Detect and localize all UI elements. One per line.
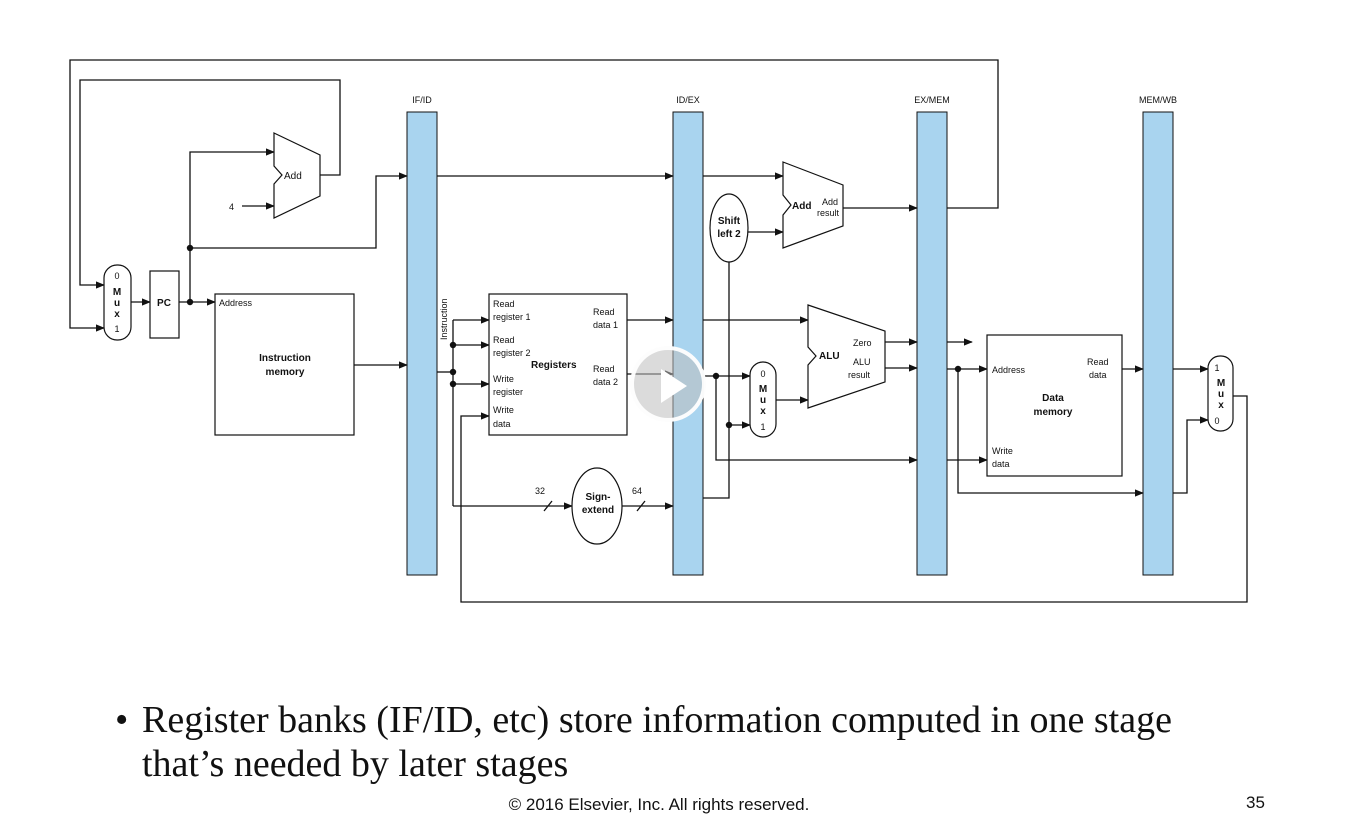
ex-mem-label: EX/MEM [914,95,950,105]
copyright-footer: © 2016 Elsevier, Inc. All rights reserve… [0,795,1348,815]
shift-left-2-unit [709,193,749,263]
bits-out-label: 64 [632,486,642,496]
read-data-1-label: Read [593,307,615,317]
read-data-2-label-2: data 2 [593,377,618,387]
play-icon [661,369,687,403]
svg-text:x: x [1218,400,1224,411]
pc-adder [273,132,321,219]
write-data-label: Write [493,405,514,415]
write-register-label-2: register [493,387,523,397]
registers-label: Registers [531,360,577,371]
data-memory-label-2: memory [1034,407,1073,418]
constant-four: 4 [229,202,234,212]
data-address-label: Address [992,365,1026,375]
svg-text:M: M [1217,378,1225,389]
svg-text:x: x [114,309,120,320]
sign-extend-label: Sign- [586,492,611,503]
data-memory [986,334,1123,477]
slide-number: 35 [1246,793,1265,812]
shift-left-2-label: Shift [718,216,741,227]
instruction-memory [214,293,355,436]
read-register-2-label-2: register 2 [493,348,531,358]
mem-wb-register [1142,111,1174,576]
video-play-button[interactable] [630,346,706,422]
branch-adder [782,161,844,249]
sign-extend-label-2: extend [582,505,614,516]
svg-text:1: 1 [1214,363,1219,373]
instruction-memory-label: Instruction [259,353,311,364]
bullet-body: Register banks (IF/ID, etc) store inform… [142,699,1172,785]
alu [807,304,886,409]
if-id-register [406,111,438,576]
write-register-label: Write [493,374,514,384]
alu-result-label-2: result [848,370,871,380]
pipeline-datapath-diagram: IF/ID ID/EX EX/MEM MEM/WB [69,59,1248,603]
address-label: Address [219,298,253,308]
svg-text:1: 1 [760,422,765,432]
mem-wb-label: MEM/WB [1139,95,1177,105]
id-ex-register [672,111,704,576]
svg-text:1: 1 [114,324,119,334]
bullet-marker: • [115,699,129,741]
svg-text:0: 0 [114,271,119,281]
writeback-mux: 1 M u x 0 [1207,355,1234,432]
data-memory-label: Data [1042,393,1064,404]
svg-text:u: u [760,395,766,406]
svg-text:x: x [760,406,766,417]
write-data-label-2: data [493,419,511,429]
alu-mux: 0 M u x 1 [749,361,777,438]
if-id-label: IF/ID [412,95,432,105]
svg-text:M: M [113,287,121,298]
pc-register [149,270,180,339]
svg-text:M: M [759,384,767,395]
alu-result-label: ALU [853,357,871,367]
svg-text:0: 0 [760,369,765,379]
add-result-label-2: result [817,208,840,218]
sign-extend-unit [571,467,623,545]
add-result-label: Add [822,197,838,207]
bullet-text: • Register banks (IF/ID, etc) store info… [115,698,1235,786]
shift-left-2-label-2: left 2 [717,229,741,240]
instruction-label: Instruction [439,298,449,340]
read-data-2-label: Read [593,364,615,374]
read-register-1-label: Read [493,299,515,309]
register-file [488,293,628,436]
pc-mux: 0 M u x 1 [103,264,132,341]
id-ex-label: ID/EX [676,95,700,105]
data-write-label-2: data [992,459,1010,469]
zero-label: Zero [853,338,872,348]
read-data-1-label-2: data 1 [593,320,618,330]
branch-adder-label: Add [792,201,811,212]
alu-label: ALU [819,351,840,362]
copyright-text: © 2016 Elsevier, Inc. All rights reserve… [508,795,810,814]
svg-text:u: u [1218,389,1224,400]
data-write-label: Write [992,446,1013,456]
svg-text:u: u [114,298,120,309]
read-register-2-label: Read [493,335,515,345]
pc-adder-label: Add [284,171,302,182]
bits-in-label: 32 [535,486,545,496]
read-data-label: Read [1087,357,1109,367]
instruction-memory-label-2: memory [266,367,305,378]
ex-mem-register [916,111,948,576]
read-register-1-label-2: register 1 [493,312,531,322]
read-data-label-2: data [1089,370,1107,380]
pc-label: PC [157,298,171,309]
svg-text:0: 0 [1214,416,1219,426]
